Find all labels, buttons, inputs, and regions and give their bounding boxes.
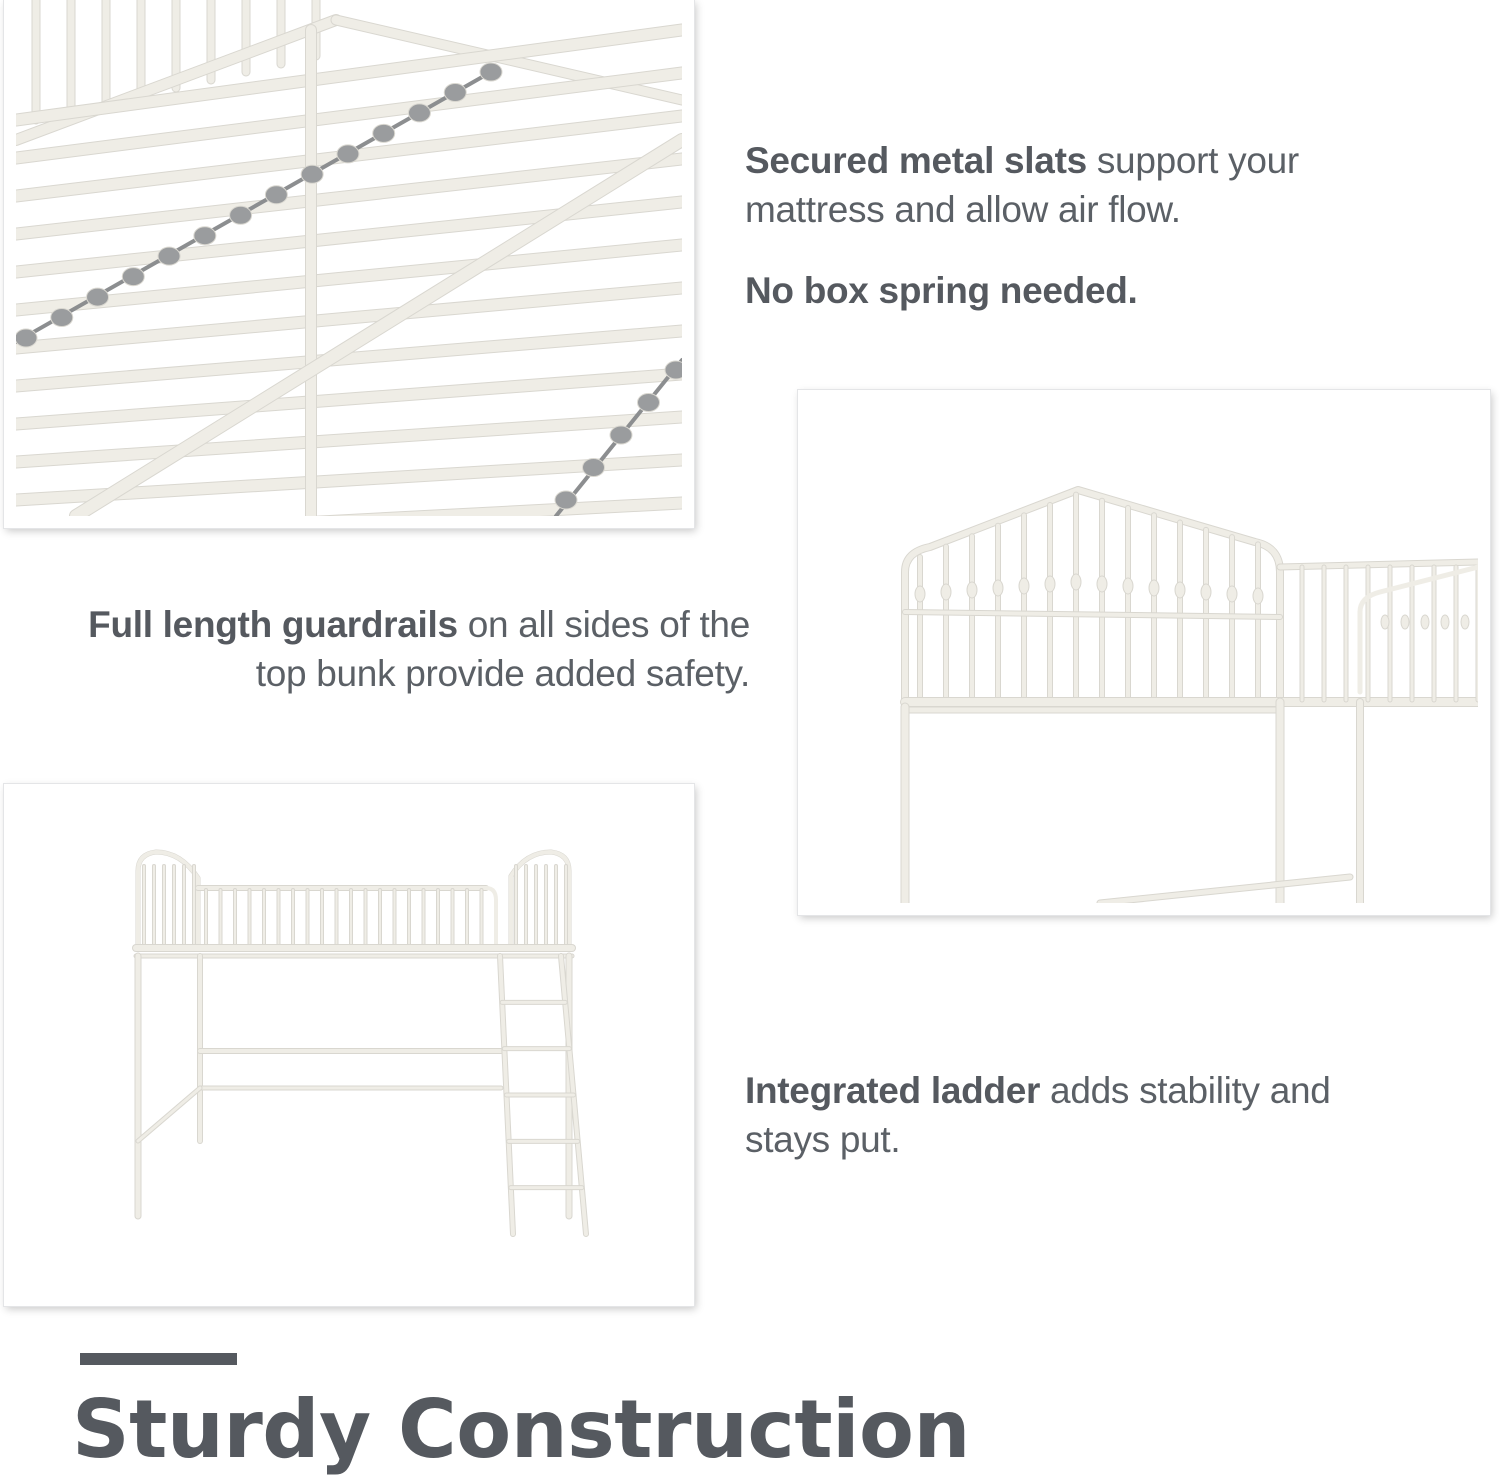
slats-caption-bold: Secured metal slats [745, 140, 1087, 181]
guardrail-photo-frame [798, 390, 1490, 915]
headboard-outline [902, 487, 1283, 903]
metal-slat [16, 368, 682, 430]
spindle-finial [966, 581, 978, 599]
metal-slat [16, 454, 682, 506]
spindle-finial [992, 579, 1004, 597]
metal-slat [16, 196, 682, 278]
strap-clip [609, 425, 633, 445]
slats-caption: Secured metal slats support your mattres… [745, 136, 1445, 234]
spindle-finial [1380, 614, 1390, 630]
loft-bed-ladder-image [132, 849, 589, 1237]
spindle-finial [1148, 579, 1160, 597]
strap-clip [229, 205, 253, 225]
metal-slat [16, 239, 682, 316]
right-headboard [509, 850, 571, 950]
spindle-finial [1440, 614, 1450, 630]
side-rail-top [16, 15, 341, 145]
spindle-finial [1018, 577, 1030, 595]
slats-caption-rest: support your mattress and allow air flow… [745, 140, 1299, 230]
strap-clip [193, 226, 217, 246]
strap-clip [372, 123, 396, 143]
strap-clip [16, 328, 38, 348]
guardrails-caption-bold: Full length guardrails [88, 604, 458, 645]
metal-slat [16, 67, 682, 164]
strap-clip [300, 164, 324, 184]
strap-clip [86, 287, 110, 307]
strap-clip [407, 103, 431, 123]
metal-slat [16, 411, 682, 468]
ladder-caption-bold: Integrated ladder [745, 1070, 1041, 1111]
strap-clip [582, 458, 605, 477]
spindle-finial [1200, 583, 1212, 601]
headboard-crossbar [903, 610, 1282, 619]
spindle-finial [1044, 575, 1056, 593]
spindle-finial [1420, 614, 1430, 630]
guardrails-caption-rest: on all sides of the top bunk provide add… [255, 604, 751, 694]
spindle-finial [1226, 585, 1238, 603]
strap-clip [157, 246, 181, 266]
metal-slat [16, 282, 682, 354]
strap-clip [336, 144, 360, 164]
spindle-finial [1174, 581, 1186, 599]
cross-support [70, 134, 682, 516]
guardrail-end [484, 886, 498, 950]
metal-slat [329, 497, 682, 516]
spindle-finial [914, 585, 926, 603]
headline-accent-bar [80, 1353, 237, 1365]
metal-slat [16, 24, 682, 126]
no-box-spring-note: No box spring needed. [745, 270, 1138, 311]
metal-slat [16, 153, 682, 240]
metal-slat [16, 325, 682, 392]
page-headline: Sturdy Construction [72, 1383, 970, 1476]
headboard-outline-edge [901, 486, 1284, 903]
slats-photo-frame [4, 0, 694, 528]
spindle-finial [1122, 577, 1134, 595]
metal-slats-image [16, 0, 682, 516]
strap-clip [50, 308, 74, 328]
spindle-finial [1070, 573, 1082, 591]
guardrail-top [1277, 559, 1478, 570]
left-headboard [136, 850, 200, 950]
ladder-caption-rest: adds stability and stays put. [745, 1070, 1331, 1160]
strap-clip [637, 393, 660, 412]
spindle-finial [1096, 575, 1108, 593]
spindle-finial [1460, 614, 1470, 630]
strap-clip [479, 62, 503, 82]
spindle-finial [1252, 587, 1264, 605]
strap-clip [264, 185, 288, 205]
floor-stretcher [1097, 874, 1353, 903]
spindle-finial [940, 583, 952, 601]
spindle-finial [1400, 614, 1410, 630]
strap-clip [443, 82, 467, 102]
strap-clip [121, 267, 145, 287]
loft-bed-photo-frame [4, 784, 694, 1306]
end-stretcher [136, 1086, 202, 1143]
guardrails-caption: Full length guardrails on all sides of t… [60, 600, 750, 698]
ladder-caption: Integrated ladder adds stability and sta… [745, 1066, 1345, 1164]
rear-headboard [1357, 564, 1478, 695]
strap-clip [664, 360, 682, 380]
guardrail-image [900, 486, 1478, 903]
strap-clip [554, 490, 578, 510]
